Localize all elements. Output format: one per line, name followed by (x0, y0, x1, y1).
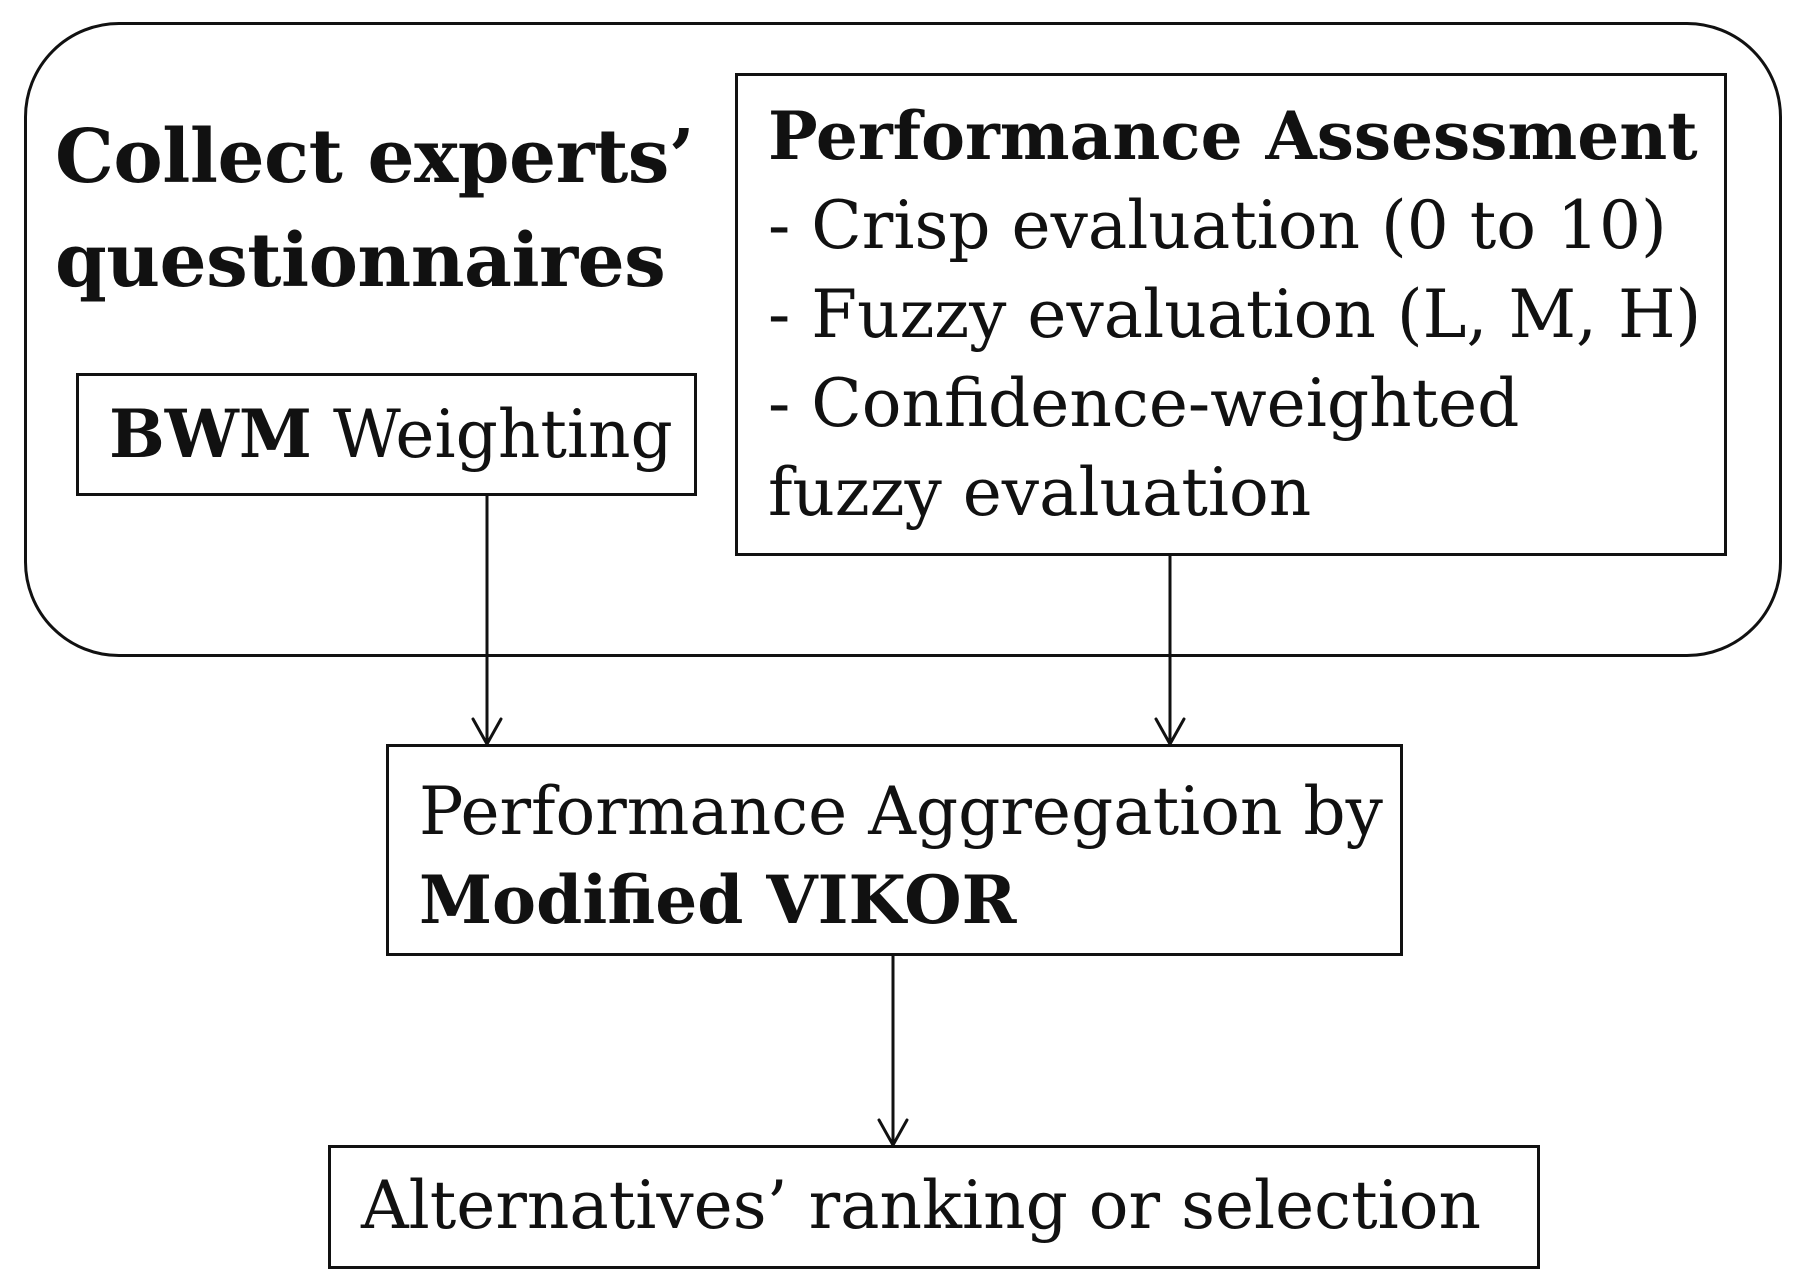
performance-aggregation-box: Performance Aggregation by Modified VIKO… (386, 744, 1403, 956)
performance-assessment-heading: Performance Assessment (768, 97, 1698, 175)
fuzzy-evaluation-item: - Fuzzy evaluation (L, M, H) (768, 276, 1702, 353)
confidence-weighted-item: - Confidence-weighted (768, 365, 1520, 442)
crisp-evaluation-item: - Crisp evaluation (0 to 10) (768, 187, 1667, 264)
ranking-label: Alternatives’ ranking or selection (361, 1167, 1482, 1244)
bwm-weighting-box: BWM Weighting (76, 373, 697, 496)
arrowhead-bwm (471, 717, 503, 746)
collect-questionnaires-title: Collect experts’ questionnaires (55, 105, 695, 313)
modified-vikor-label: Modified VIKOR (419, 861, 1017, 939)
collect-title-line1: Collect experts’ (55, 114, 695, 200)
arrowhead-assessment (1154, 717, 1186, 746)
collect-title-line2: questionnaires (55, 218, 666, 304)
performance-assessment-box: Performance Assessment - Crisp evaluatio… (735, 73, 1727, 556)
expert-questionnaire-group (24, 22, 1782, 657)
confidence-weighted-item-cont: fuzzy evaluation (768, 454, 1312, 531)
arrowhead-aggregation (877, 1118, 909, 1147)
alternatives-ranking-box: Alternatives’ ranking or selection (328, 1145, 1540, 1269)
aggregation-line1: Performance Aggregation by (419, 773, 1383, 850)
bwm-label: BWM (109, 395, 312, 473)
weighting-label: Weighting (311, 396, 673, 473)
